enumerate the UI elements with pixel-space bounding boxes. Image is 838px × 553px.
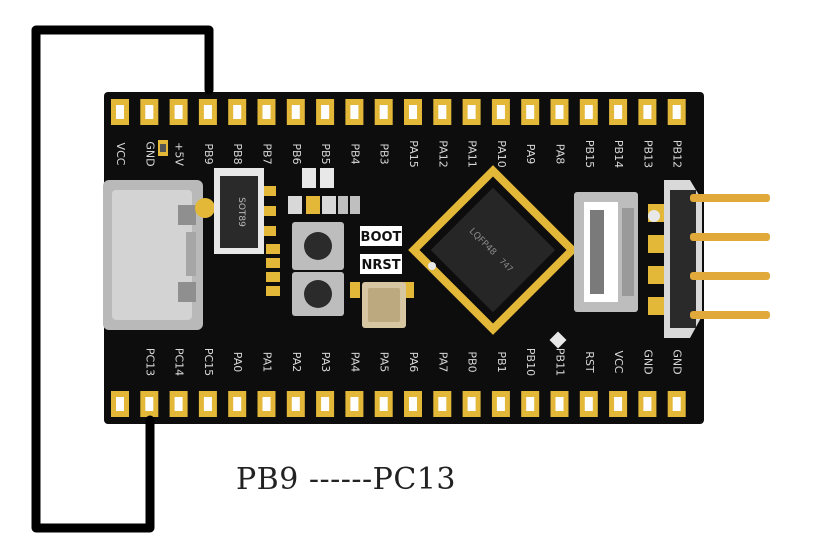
top-pin-hole — [643, 105, 652, 119]
top-pin-hole — [467, 105, 476, 119]
top-pin-label: PB13 — [641, 140, 654, 168]
bottom-pin-label: GND — [641, 349, 654, 374]
top-pin-hole — [584, 105, 593, 119]
top-pin-label: PB15 — [583, 140, 596, 168]
bottom-pin-label: RST — [583, 351, 596, 373]
top-pin-label: PA9 — [524, 144, 537, 164]
bottom-pin-hole — [321, 397, 330, 411]
bottom-pin-hole — [350, 397, 359, 411]
top-pin-hole — [350, 105, 359, 119]
bottom-pin-hole — [203, 397, 212, 411]
crystal-oscillator — [362, 282, 406, 328]
bottom-pin-hole — [643, 397, 652, 411]
top-pin-label: PB12 — [671, 140, 684, 168]
top-pin-label: PA12 — [436, 140, 449, 167]
bottom-pin-hole — [262, 397, 271, 411]
top-pin-hole — [672, 105, 681, 119]
top-pin-hole — [438, 105, 447, 119]
voltage-regulator: SOT89 — [214, 168, 276, 254]
right-angle-header — [648, 180, 770, 338]
bottom-pin-hole — [174, 397, 183, 411]
bottom-pin-label: GND — [671, 349, 684, 374]
top-pin-hole — [321, 105, 330, 119]
bottom-pin-hole — [496, 397, 505, 411]
top-pin-label: PA8 — [554, 144, 567, 164]
top-pin-label: PA15 — [407, 140, 420, 167]
reset-button — [292, 272, 344, 316]
top-pin-hole — [555, 105, 564, 119]
bottom-pin-label: PC14 — [173, 348, 186, 376]
passive-components — [158, 140, 414, 298]
bottom-pin-label: PB11 — [554, 348, 567, 376]
bottom-pin-label: PA1 — [261, 352, 274, 372]
bottom-pin-label: PA0 — [231, 352, 244, 372]
top-pin-hole — [291, 105, 300, 119]
top-pin-hole — [496, 105, 505, 119]
bottom-pin-label: PB0 — [466, 351, 479, 372]
small-diode — [549, 331, 567, 349]
top-pin-hole — [203, 105, 212, 119]
bottom-pin-hole — [584, 397, 593, 411]
bottom-pin-hole — [409, 397, 417, 411]
top-pin-label: +5V — [173, 142, 186, 166]
top-pin-label: PA11 — [466, 140, 479, 167]
bottom-pin-header: PC13 PC14 PC15 PA0 PA1 PA2 PA3 PA4 PA5 PA6 PA7 PB0 P… — [111, 348, 686, 417]
top-pin-label: PB8 — [231, 143, 244, 164]
top-pin-label: PB9 — [202, 143, 215, 164]
bottom-pin-hole — [116, 397, 124, 411]
jumper-wire — [31, 25, 214, 533]
top-pin-label: PB14 — [612, 140, 625, 168]
nrst-label: NRST — [361, 258, 400, 273]
bottom-pin-label: PC13 — [143, 348, 156, 376]
usb-c-connector — [103, 180, 215, 330]
bottom-pin-hole — [467, 397, 476, 411]
bottom-pin-label: PB1 — [495, 351, 508, 372]
bottom-pin-hole — [555, 397, 564, 411]
top-pin-label: PB7 — [261, 143, 274, 164]
top-pin-hole — [526, 105, 535, 119]
top-pin-label: PB4 — [348, 143, 361, 164]
top-pin-label: PB6 — [290, 143, 303, 164]
bottom-pin-label: PA3 — [319, 352, 332, 372]
bottom-pin-hole — [614, 397, 623, 411]
bottom-pin-label: PC15 — [202, 348, 215, 376]
top-pin-hole — [262, 105, 271, 119]
regulator-label: SOT89 — [236, 197, 246, 227]
debug-connector — [574, 192, 638, 312]
bottom-pin-label: VCC — [612, 351, 625, 374]
bottom-pin-hole — [379, 397, 388, 411]
connection-caption: PB9 ------PC13 — [236, 462, 456, 497]
top-pin-header: VCC GND +5V PB9 PB8 PB7 PB6 PB5 PB4 PB3 PA15 PA12 PA… — [111, 99, 686, 168]
top-pin-label: GND — [143, 141, 156, 166]
top-pin-label: PA10 — [495, 140, 508, 167]
bottom-pin-label: PA2 — [290, 352, 303, 372]
top-pin-hole — [409, 105, 417, 119]
top-pin-label: PB3 — [378, 143, 391, 164]
bottom-pin-hole — [672, 397, 681, 411]
top-pin-hole — [379, 105, 388, 119]
boot-label: BOOT — [361, 230, 402, 245]
top-pin-hole — [145, 105, 154, 119]
bottom-pin-label: PB10 — [524, 348, 537, 376]
top-pin-label: VCC — [114, 143, 127, 166]
bottom-pin-label: PA4 — [348, 352, 361, 372]
bottom-pin-hole — [145, 397, 154, 411]
bottom-pin-hole — [291, 397, 300, 411]
top-pin-hole — [116, 105, 124, 119]
top-pin-hole — [174, 105, 183, 119]
boot-button — [292, 222, 344, 270]
chip-dot — [428, 262, 436, 270]
bottom-pin-label: PA5 — [378, 352, 391, 372]
bottom-pin-hole — [233, 397, 242, 411]
top-pin-label: PB5 — [319, 143, 332, 164]
bottom-pin-hole — [526, 397, 535, 411]
bottom-pin-label: PA7 — [436, 352, 449, 372]
top-pin-hole — [614, 105, 623, 119]
bottom-pin-label: PA6 — [407, 352, 420, 372]
top-pin-hole — [233, 105, 242, 119]
bottom-pin-hole — [438, 397, 447, 411]
